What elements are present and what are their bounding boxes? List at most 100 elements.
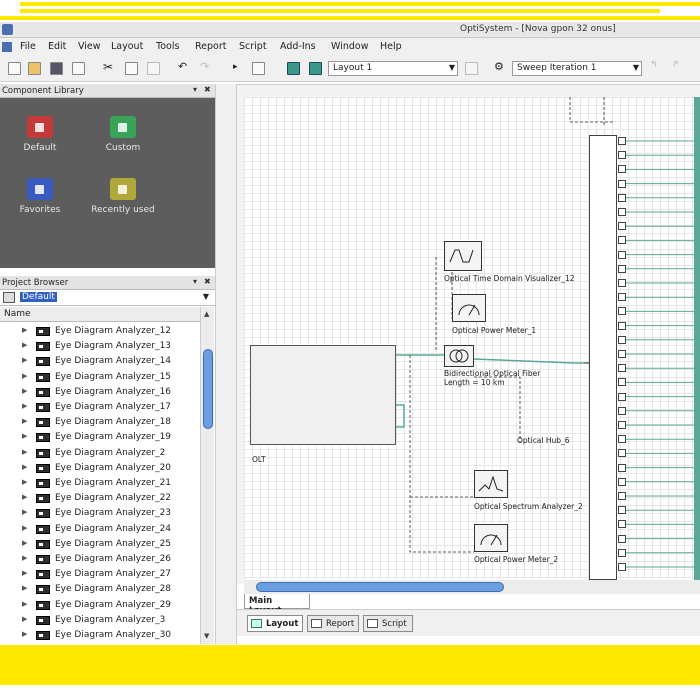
doc-icon[interactable] bbox=[2, 42, 12, 52]
tree-scrollbar[interactable]: ▲ ▼ bbox=[200, 307, 214, 644]
redo-icon[interactable]: ↷ bbox=[200, 60, 210, 73]
pin-icon[interactable]: ▾ bbox=[193, 277, 198, 286]
library-default[interactable]: Default bbox=[5, 116, 75, 154]
splitter-output-port[interactable] bbox=[618, 449, 626, 458]
scroll-up-icon[interactable]: ▲ bbox=[204, 310, 210, 318]
splitter-output-port[interactable] bbox=[618, 350, 626, 358]
time-domain-visualizer[interactable] bbox=[444, 241, 482, 271]
new-icon[interactable] bbox=[8, 62, 21, 75]
splitter-output-port[interactable] bbox=[618, 506, 626, 515]
close-icon[interactable]: ✖ bbox=[204, 85, 211, 94]
menu-window[interactable]: Window bbox=[331, 41, 369, 52]
library-custom[interactable]: Custom bbox=[88, 116, 158, 154]
expand-icon[interactable]: ▶ bbox=[22, 599, 28, 608]
splitter-output-port[interactable] bbox=[618, 378, 626, 387]
splitter-output-port[interactable] bbox=[618, 222, 626, 231]
tree-item[interactable]: ▶Eye Diagram Analyzer_28 bbox=[0, 582, 200, 597]
expand-icon[interactable]: ▶ bbox=[22, 447, 28, 456]
expand-icon[interactable]: ▶ bbox=[22, 386, 28, 395]
expand-icon[interactable]: ▶ bbox=[22, 462, 28, 471]
menu-addins[interactable]: Add-Ins bbox=[280, 41, 316, 52]
tree-item[interactable]: ▶Eye Diagram Analyzer_25 bbox=[0, 537, 200, 552]
splitter-output-port[interactable] bbox=[618, 548, 626, 557]
layout-options-icon[interactable] bbox=[465, 62, 478, 75]
expand-icon[interactable]: ▶ bbox=[22, 432, 28, 441]
expand-icon[interactable]: ▶ bbox=[22, 478, 28, 486]
expand-icon[interactable]: ▶ bbox=[22, 630, 28, 638]
tree-item[interactable]: ▶Eye Diagram Analyzer_26 bbox=[0, 552, 200, 567]
menu-help[interactable]: Help bbox=[380, 41, 402, 52]
power-splitter[interactable] bbox=[589, 135, 617, 580]
tab-script[interactable]: Script bbox=[363, 615, 413, 632]
save-icon[interactable] bbox=[50, 62, 63, 75]
tree-item[interactable]: ▶Eye Diagram Analyzer_30 bbox=[0, 628, 200, 643]
expand-icon[interactable]: ▶ bbox=[22, 402, 28, 410]
expand-icon[interactable]: ▶ bbox=[22, 356, 28, 365]
bidirectional-fiber[interactable] bbox=[444, 345, 474, 367]
splitter-output-port[interactable] bbox=[618, 435, 626, 444]
library-favorites[interactable]: Favorites bbox=[5, 178, 75, 216]
splitter-output-port[interactable] bbox=[618, 307, 626, 316]
expand-icon[interactable]: ▶ bbox=[22, 523, 28, 532]
splitter-output-port[interactable] bbox=[618, 193, 626, 202]
tree-item[interactable]: ▶Eye Diagram Analyzer_22 bbox=[0, 491, 200, 506]
tree-item[interactable]: ▶Eye Diagram Analyzer_16 bbox=[0, 385, 200, 400]
layout-icon[interactable] bbox=[309, 62, 322, 75]
expand-icon[interactable]: ▶ bbox=[22, 417, 28, 426]
tree-item[interactable]: ▶Eye Diagram Analyzer_20 bbox=[0, 461, 200, 476]
select-area-icon[interactable] bbox=[252, 62, 265, 75]
expand-icon[interactable]: ▶ bbox=[22, 508, 28, 517]
copy-icon[interactable] bbox=[125, 62, 138, 75]
expand-icon[interactable]: ▶ bbox=[22, 326, 28, 334]
scroll-down-icon[interactable]: ▼ bbox=[204, 632, 210, 640]
expand-icon[interactable]: ▶ bbox=[22, 341, 28, 350]
expand-icon[interactable]: ▶ bbox=[22, 371, 28, 380]
expand-icon[interactable]: ▶ bbox=[22, 584, 28, 593]
splitter-output-port[interactable] bbox=[618, 563, 626, 571]
scroll-thumb[interactable] bbox=[256, 582, 504, 592]
print-icon[interactable] bbox=[72, 62, 85, 75]
splitter-output-port[interactable] bbox=[618, 179, 626, 188]
tree-item[interactable]: ▶Eye Diagram Analyzer_3 bbox=[0, 613, 200, 628]
tree-item[interactable]: ▶Eye Diagram Analyzer_15 bbox=[0, 370, 200, 385]
scroll-thumb[interactable] bbox=[203, 349, 213, 429]
tree-item[interactable]: ▶Eye Diagram Analyzer_14 bbox=[0, 354, 200, 369]
menu-file[interactable]: File bbox=[20, 41, 36, 52]
olt-subsystem[interactable] bbox=[250, 345, 396, 445]
menu-script[interactable]: Script bbox=[239, 41, 267, 52]
app-icon[interactable] bbox=[2, 24, 13, 35]
menu-edit[interactable]: Edit bbox=[48, 41, 67, 52]
splitter-output-port[interactable] bbox=[618, 406, 626, 415]
sweep-select[interactable]: Sweep Iteration 1 ▼ bbox=[512, 61, 642, 76]
expand-icon[interactable]: ▶ bbox=[22, 614, 28, 623]
open-icon[interactable] bbox=[28, 62, 41, 75]
tab-report[interactable]: Report bbox=[307, 615, 359, 632]
splitter-output-port[interactable] bbox=[618, 279, 626, 287]
sweep-icon[interactable]: ⚙ bbox=[494, 60, 504, 73]
cut-icon[interactable]: ✂ bbox=[103, 60, 114, 74]
tree-item[interactable]: ▶Eye Diagram Analyzer_24 bbox=[0, 522, 200, 537]
menu-tools[interactable]: Tools bbox=[156, 41, 180, 52]
splitter-output-port[interactable] bbox=[618, 208, 626, 216]
tree-item[interactable]: ▶Eye Diagram Analyzer_23 bbox=[0, 506, 200, 521]
close-icon[interactable]: ✖ bbox=[204, 277, 211, 286]
menu-view[interactable]: View bbox=[78, 41, 101, 52]
menu-layout[interactable]: Layout bbox=[111, 41, 144, 52]
layout-view-icon[interactable] bbox=[287, 62, 300, 75]
tree-item[interactable]: ▶Eye Diagram Analyzer_18 bbox=[0, 415, 200, 430]
splitter-output-port[interactable] bbox=[618, 463, 626, 472]
tree-item[interactable]: ▶Eye Diagram Analyzer_19 bbox=[0, 430, 200, 445]
expand-icon[interactable]: ▶ bbox=[22, 538, 28, 547]
splitter-output-port[interactable] bbox=[618, 137, 626, 145]
tree-item[interactable]: ▶Eye Diagram Analyzer_12 bbox=[0, 324, 200, 339]
tree-item[interactable]: ▶Eye Diagram Analyzer_17 bbox=[0, 400, 200, 415]
undo-icon[interactable]: ↶ bbox=[178, 60, 188, 73]
splitter-output-port[interactable] bbox=[618, 321, 626, 330]
splitter-output-port[interactable] bbox=[618, 421, 626, 429]
sweep-next-icon[interactable]: ↱ bbox=[672, 60, 680, 70]
splitter-output-port[interactable] bbox=[618, 364, 626, 373]
expand-icon[interactable]: ▶ bbox=[22, 493, 28, 502]
pointer-icon[interactable]: ▸ bbox=[233, 62, 238, 72]
layout-select[interactable]: Layout 1 ▼ bbox=[328, 61, 458, 76]
tree-item[interactable]: ▶Eye Diagram Analyzer_21 bbox=[0, 476, 200, 491]
